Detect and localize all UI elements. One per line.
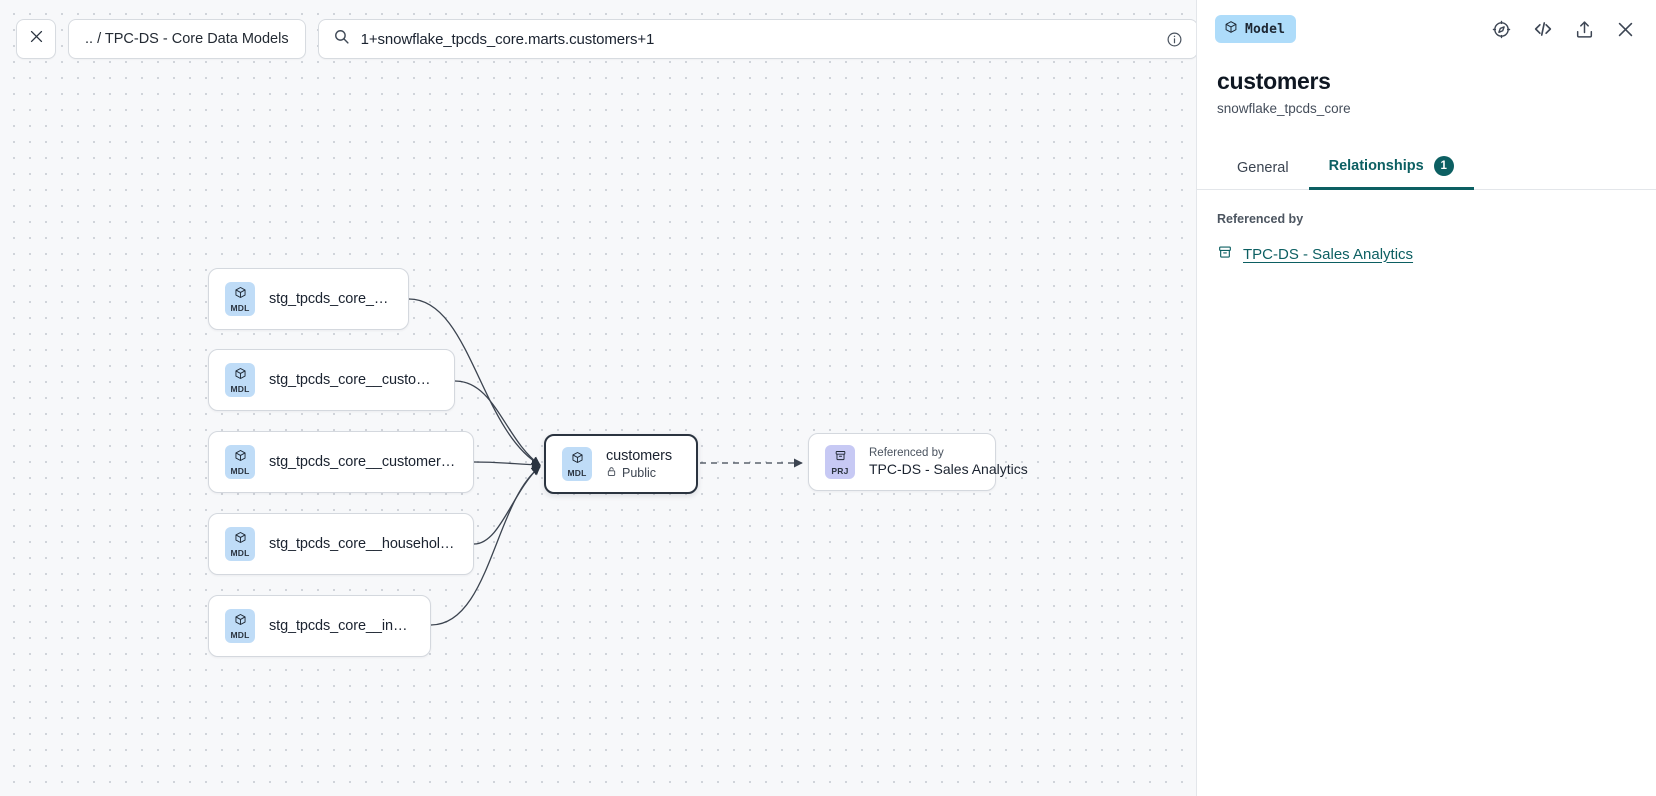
referenced-by-link[interactable]: TPC-DS - Sales Analytics	[1217, 244, 1636, 264]
section-label-referenced-by: Referenced by	[1217, 212, 1304, 226]
search-icon	[333, 28, 350, 50]
panel-actions	[1491, 18, 1636, 40]
lineage-node-label: customers	[606, 448, 672, 464]
kind-badge: Model	[1215, 15, 1297, 43]
model-badge: MDL	[562, 447, 592, 481]
visibility-row: Public	[606, 466, 672, 480]
lineage-edges	[408, 298, 803, 626]
lineage-node-label: stg_tpcds_core__income_band	[269, 618, 414, 634]
model-badge-code: MDL	[230, 629, 250, 640]
project-box-icon	[834, 449, 847, 467]
close-x-icon	[28, 28, 45, 50]
cube-icon	[234, 367, 247, 385]
lineage-node[interactable]: MDL stg_tpcds_core__customer_demogra…	[208, 431, 474, 493]
tab-general[interactable]: General	[1217, 150, 1309, 190]
search-input[interactable]	[360, 30, 1155, 48]
close-panel-icon[interactable]	[1615, 19, 1636, 40]
visibility-label: Public	[622, 466, 657, 480]
lineage-node[interactable]: MDL stg_tpcds_core__customer_address	[208, 349, 455, 411]
cube-icon	[234, 531, 247, 549]
lineage-node-selected[interactable]: MDL customers Public	[544, 434, 698, 494]
details-panel-header: Model	[1197, 0, 1656, 58]
breadcrumb[interactable]: .. / TPC-DS - Core Data Models	[68, 19, 306, 59]
lineage-node-label: stg_tpcds_core__household_demogr…	[269, 536, 457, 552]
lineage-node-project[interactable]: PRJ Referenced by TPC-DS - Sales Analyti…	[808, 433, 1028, 491]
model-badge: MDL	[225, 609, 255, 643]
cube-icon	[571, 451, 584, 469]
lineage-node-label: stg_tpcds_core__customer_demogra…	[269, 454, 457, 470]
compass-explore-icon[interactable]	[1491, 19, 1512, 40]
lineage-search[interactable]	[317, 19, 1196, 59]
lineage-node-label: stg_tpcds_core__customer	[269, 291, 392, 307]
project-box-icon	[1217, 244, 1233, 264]
project-node-text: Referenced by TPC-DS - Sales Analytics	[869, 447, 1028, 477]
lineage-node-label: stg_tpcds_core__customer_address	[269, 372, 438, 388]
cube-icon	[234, 286, 247, 304]
referenced-by-link-text: TPC-DS - Sales Analytics	[1243, 245, 1414, 263]
info-circle-icon[interactable]	[1166, 31, 1183, 48]
kind-badge-label: Model	[1245, 21, 1286, 37]
breadcrumb-label: .. / TPC-DS - Core Data Models	[85, 31, 289, 47]
selected-node-text: customers Public	[606, 448, 672, 480]
cube-icon	[234, 449, 247, 467]
lineage-node[interactable]: MDL stg_tpcds_core__household_demogr…	[208, 513, 474, 575]
details-panel-title-block: customers snowflake_tpcds_core	[1197, 58, 1656, 116]
lineage-canvas[interactable]: .. / TPC-DS - Core Data Models	[0, 0, 1196, 796]
relationships-content: Referenced by TPC-DS - Sales Analytics	[1197, 190, 1656, 264]
model-badge-code: MDL	[230, 302, 250, 313]
lineage-node[interactable]: MDL stg_tpcds_core__customer	[208, 268, 409, 330]
panel-subtitle: snowflake_tpcds_core	[1217, 101, 1351, 116]
model-badge: MDL	[225, 527, 255, 561]
project-node-kicker: Referenced by	[869, 447, 944, 459]
tab-relationships-label: Relationships	[1328, 158, 1424, 174]
project-badge-code: PRJ	[831, 465, 849, 476]
lineage-node[interactable]: MDL stg_tpcds_core__income_band	[208, 595, 431, 657]
model-badge: MDL	[225, 282, 255, 316]
project-badge: PRJ	[825, 445, 855, 479]
page-title: customers	[1217, 68, 1331, 94]
lock-icon	[606, 466, 617, 480]
cube-icon	[234, 613, 247, 631]
details-panel: Model	[1196, 0, 1656, 796]
canvas-toolbar: .. / TPC-DS - Core Data Models	[0, 0, 1196, 78]
tab-relationships-count: 1	[1433, 156, 1454, 176]
model-badge-code: MDL	[567, 467, 587, 478]
model-badge-code: MDL	[230, 547, 250, 558]
tab-general-label: General	[1237, 160, 1289, 176]
close-lineage-button[interactable]	[16, 19, 56, 59]
code-brackets-icon[interactable]	[1532, 18, 1554, 40]
model-badge-code: MDL	[230, 383, 250, 394]
cube-icon	[1224, 20, 1238, 38]
model-badge: MDL	[225, 363, 255, 397]
share-upload-icon[interactable]	[1574, 19, 1595, 40]
model-badge: MDL	[225, 445, 255, 479]
panel-tabs: General Relationships 1	[1197, 146, 1656, 190]
project-node-label: TPC-DS - Sales Analytics	[869, 461, 1028, 477]
tab-relationships[interactable]: Relationships 1	[1308, 146, 1474, 190]
model-badge-code: MDL	[230, 465, 250, 476]
